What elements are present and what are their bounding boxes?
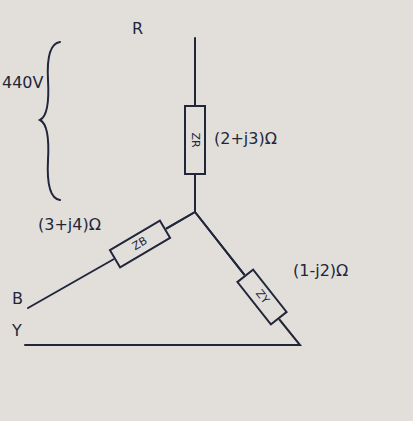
voltage-label: 440V — [2, 74, 43, 92]
impedance-box: ZB — [109, 219, 172, 268]
impedance-value: (3+j4)Ω — [38, 216, 101, 234]
voltage-brace — [40, 42, 60, 200]
star-wire — [195, 175, 245, 275]
impedance-name: ZY — [253, 288, 271, 307]
impedance-value: (2+j3)Ω — [214, 130, 277, 148]
star-wire — [166, 212, 245, 275]
impedance-name: ZB — [130, 235, 149, 253]
line-terminal: Y — [12, 322, 22, 340]
impedance-box: ZR — [184, 105, 206, 175]
b-line-wire — [28, 259, 114, 308]
line-terminal: R — [132, 20, 143, 38]
y-line-wire — [25, 319, 300, 345]
impedance-name: ZR — [189, 132, 201, 147]
line-terminal: B — [12, 290, 23, 308]
r-line-wire — [194, 38, 196, 105]
impedance-box: ZY — [236, 268, 288, 326]
impedance-value: (1-j2)Ω — [293, 262, 348, 280]
